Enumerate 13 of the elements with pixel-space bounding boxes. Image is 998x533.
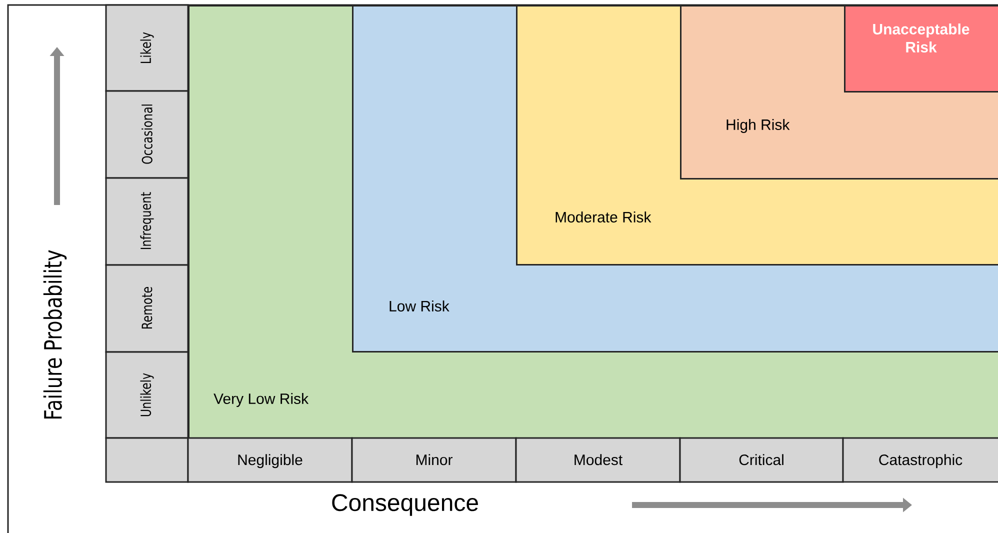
row-header-cell: Remote <box>105 264 189 353</box>
row-header-cell: Likely <box>105 4 189 92</box>
column-header-cell: Modest <box>515 437 681 483</box>
axis-title: Consequence <box>332 494 478 516</box>
column-header-cell: Minor <box>351 437 517 483</box>
row-header-cell: Infrequent <box>105 177 189 266</box>
row-header-cell: Occasional <box>105 90 189 179</box>
column-header-cell: Negligible <box>187 437 353 483</box>
column-header-cell: Critical <box>679 437 844 483</box>
column-header-cell: Catastrophic <box>842 437 998 483</box>
risk-region: Unacceptable Risk <box>844 5 998 92</box>
row-header-cell: Unlikely <box>105 351 189 439</box>
axis-title: Failure Probability <box>43 250 67 418</box>
